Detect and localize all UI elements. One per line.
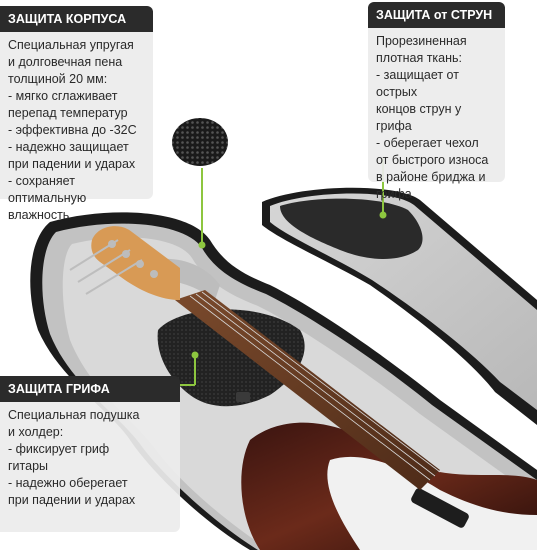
callout-string-protection: ЗАЩИТА от СТРУН Прорезиненная плотная тка… xyxy=(368,2,505,201)
callout-line: - надежно оберегает xyxy=(8,476,128,490)
callout-line: - защищает от острых xyxy=(376,68,459,99)
callout-line: от быстрого износа xyxy=(376,153,489,167)
callout-line: оптимальную влажность xyxy=(8,191,87,222)
callout-text: Специальная упругая и долговечная пена тол… xyxy=(0,32,153,222)
callout-title: ЗАЩИТА ГРИФА xyxy=(0,376,180,402)
callout-line: - надежно защищает xyxy=(8,140,129,154)
callout-title: ЗАЩИТА от СТРУН xyxy=(368,2,505,28)
callout-line: толщиной 20 мм: xyxy=(8,72,108,86)
callout-text: Прорезиненная плотная ткань: - защищает от… xyxy=(368,28,505,201)
callout-pointers xyxy=(180,158,387,386)
callout-line: перепад температур xyxy=(8,106,128,120)
callout-line: - оберегает чехол xyxy=(376,136,479,150)
callout-line: в районе бриджа и xyxy=(376,170,486,184)
callout-line: при падении и ударах xyxy=(8,493,136,507)
callout-line: - сохраняет xyxy=(8,174,75,188)
callout-line: Специальная упругая xyxy=(8,38,134,52)
case-lid xyxy=(262,187,537,425)
foam-sample xyxy=(172,118,228,166)
callout-line: - фиксирует гриф xyxy=(8,442,110,456)
callout-body-protection: ЗАЩИТА КОРПУСА Специальная упругая и долг… xyxy=(0,6,153,222)
guitar-body xyxy=(241,422,537,550)
callout-line: Прорезиненная xyxy=(376,34,467,48)
callout-line: гитары xyxy=(8,459,49,473)
callout-line: плотная ткань: xyxy=(376,51,463,65)
callout-text: Специальная подушка и холдер: - фиксирует… xyxy=(0,402,180,532)
callout-line: - мягко сглаживает xyxy=(8,89,118,103)
callout-title: ЗАЩИТА КОРПУСА xyxy=(0,6,153,32)
callout-line: грифа xyxy=(376,187,412,201)
callout-line: при падении и ударах xyxy=(8,157,136,171)
callout-line: - эффективна до -32С xyxy=(8,123,137,137)
callout-line: и холдер: xyxy=(8,425,64,439)
callout-line: Специальная подушка xyxy=(8,408,140,422)
callout-neck-protection: ЗАЩИТА ГРИФА Специальная подушка и холде… xyxy=(0,376,180,532)
rubberized-pad xyxy=(280,198,423,259)
guitar-neck xyxy=(175,290,441,490)
callout-line: концов струн у грифа xyxy=(376,102,462,133)
guitar-headstock xyxy=(69,226,180,300)
callout-line: и долговечная пена xyxy=(8,55,123,69)
